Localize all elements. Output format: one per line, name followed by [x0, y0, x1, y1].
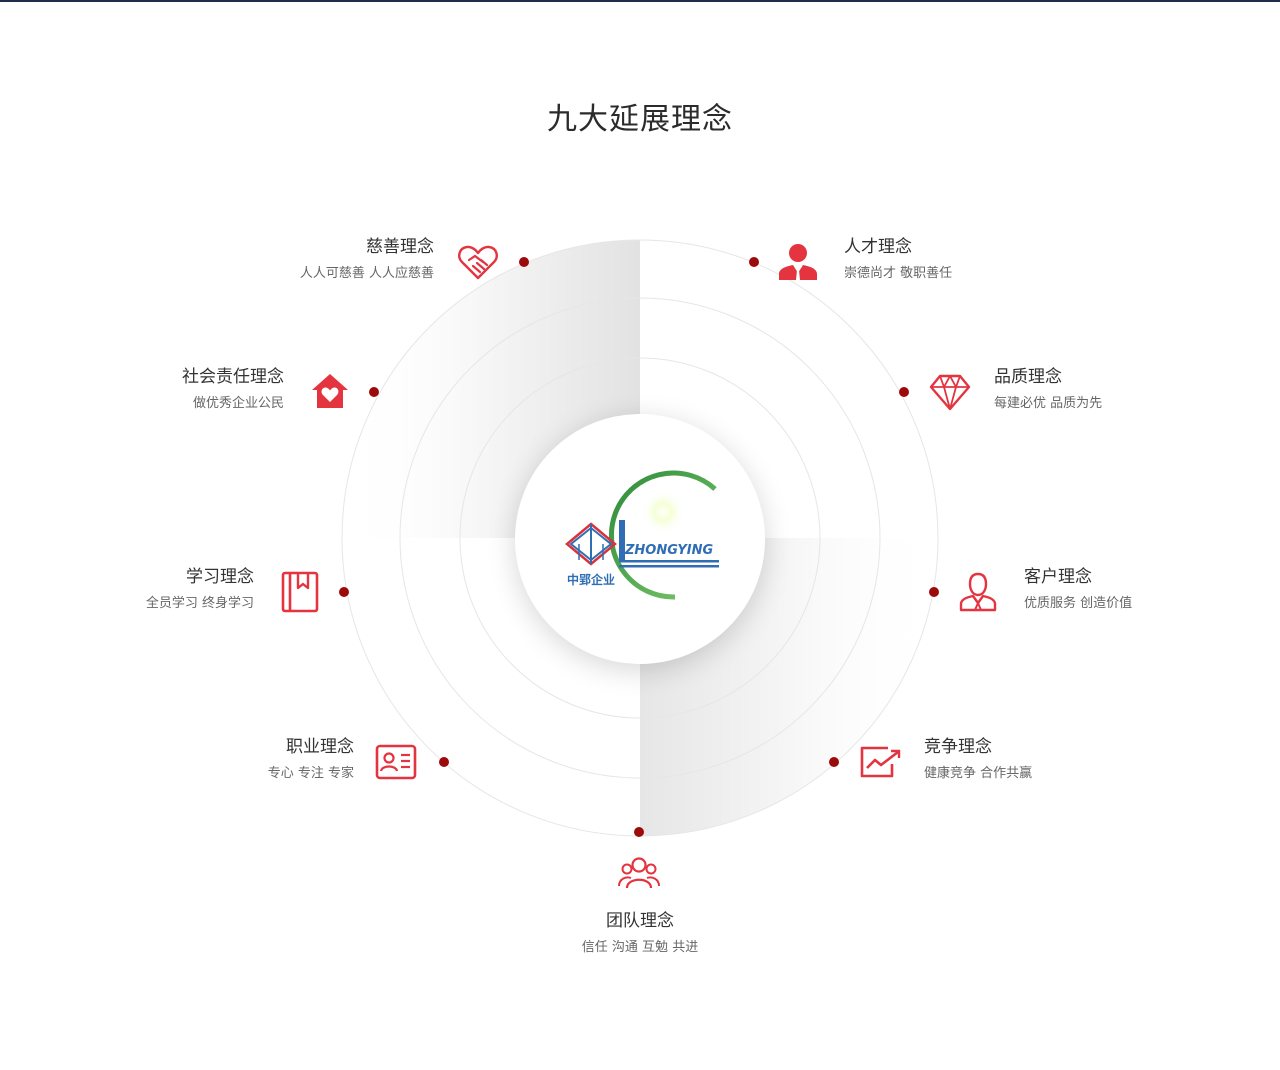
person-icon — [776, 240, 820, 284]
concept-career: 职业理念 专心 专注 专家 — [268, 736, 354, 783]
concept-title: 社会责任理念 — [182, 367, 284, 387]
concept-team: 团队理念 信任 沟通 互勉 共进 — [540, 910, 740, 957]
book-icon — [278, 570, 322, 614]
id-card-icon — [374, 740, 418, 784]
group-icon — [617, 852, 661, 896]
top-border-line — [0, 0, 1280, 2]
logo-brand-text: ZHONGYING — [624, 543, 714, 558]
concept-quality: 品质理念 每建必优 品质为先 — [994, 366, 1102, 413]
trend-icon — [858, 740, 902, 784]
concept-title: 职业理念 — [286, 737, 354, 757]
concept-subtitle: 崇德尚才 敬职善任 — [844, 266, 953, 281]
concept-subtitle: 全员学习 终身学习 — [145, 596, 254, 611]
handshake-heart-icon — [456, 240, 500, 284]
dot-talent — [749, 257, 759, 267]
concept-subtitle: 专心 专注 专家 — [267, 766, 354, 781]
concept-subtitle: 做优秀企业公民 — [192, 396, 284, 411]
logo-mark: ZHONGYING 中郢企业 — [565, 470, 719, 600]
dot-learning — [339, 587, 349, 597]
concept-subtitle: 优质服务 创造价值 — [1024, 596, 1133, 611]
concept-subtitle: 健康竞争 合作共赢 — [924, 766, 1033, 781]
middle-ring — [399, 297, 881, 779]
dot-career — [439, 757, 449, 767]
concept-learning: 学习理念 全员学习 终身学习 — [146, 566, 254, 613]
concept-title: 慈善理念 — [366, 237, 434, 257]
concept-subtitle: 信任 沟通 互勉 共进 — [581, 940, 699, 955]
inner-ring — [459, 357, 821, 719]
concept-title: 竞争理念 — [924, 737, 992, 757]
concept-title: 品质理念 — [994, 367, 1062, 387]
concept-compete: 竞争理念 健康竞争 合作共赢 — [924, 736, 1032, 783]
company-logo: ZHONGYING 中郢企业 — [515, 414, 765, 664]
concept-title: 团队理念 — [606, 911, 674, 931]
concept-customer: 客户理念 优质服务 创造价值 — [1024, 566, 1132, 613]
concept-title: 客户理念 — [1024, 567, 1092, 587]
concept-social: 社会责任理念 做优秀企业公民 — [182, 366, 284, 413]
concept-subtitle: 人人可慈善 人人应慈善 — [299, 266, 434, 281]
concept-title: 学习理念 — [186, 567, 254, 587]
page-title: 九大延展理念 — [547, 102, 733, 137]
concept-subtitle: 每建必优 品质为先 — [994, 396, 1103, 411]
concept-talent: 人才理念 崇德尚才 敬职善任 — [844, 236, 952, 283]
dot-charity — [519, 257, 529, 267]
dot-quality — [899, 387, 909, 397]
concept-charity: 慈善理念 人人可慈善 人人应慈善 — [300, 236, 434, 283]
logo-brand-cn: 中郢企业 — [567, 572, 615, 587]
dot-team — [634, 827, 644, 837]
dot-customer — [929, 587, 939, 597]
ring-dots — [339, 257, 939, 837]
concept-title: 人才理念 — [844, 237, 912, 257]
diamond-icon — [928, 370, 972, 414]
dot-compete — [829, 757, 839, 767]
dot-social — [369, 387, 379, 397]
customer-icon — [956, 570, 1000, 614]
house-heart-icon — [308, 370, 352, 414]
